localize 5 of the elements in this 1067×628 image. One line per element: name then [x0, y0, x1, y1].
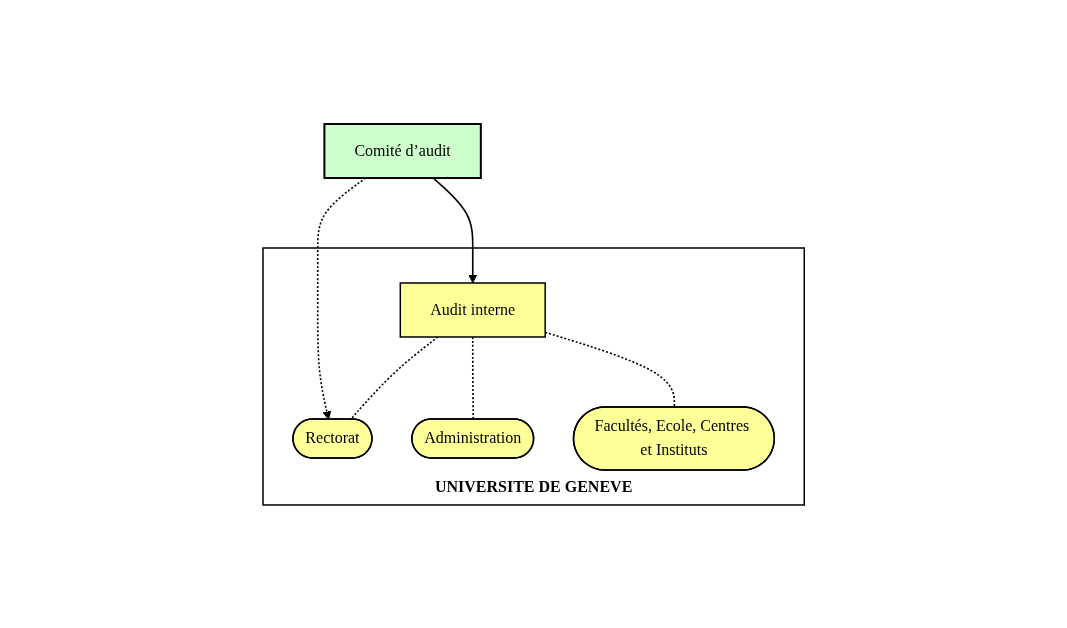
node-box: Comité d’audit — [323, 122, 482, 179]
arrow — [316, 176, 367, 420]
node-box: Audit interne — [399, 281, 546, 338]
arrow — [432, 176, 477, 283]
connector — [349, 335, 439, 420]
